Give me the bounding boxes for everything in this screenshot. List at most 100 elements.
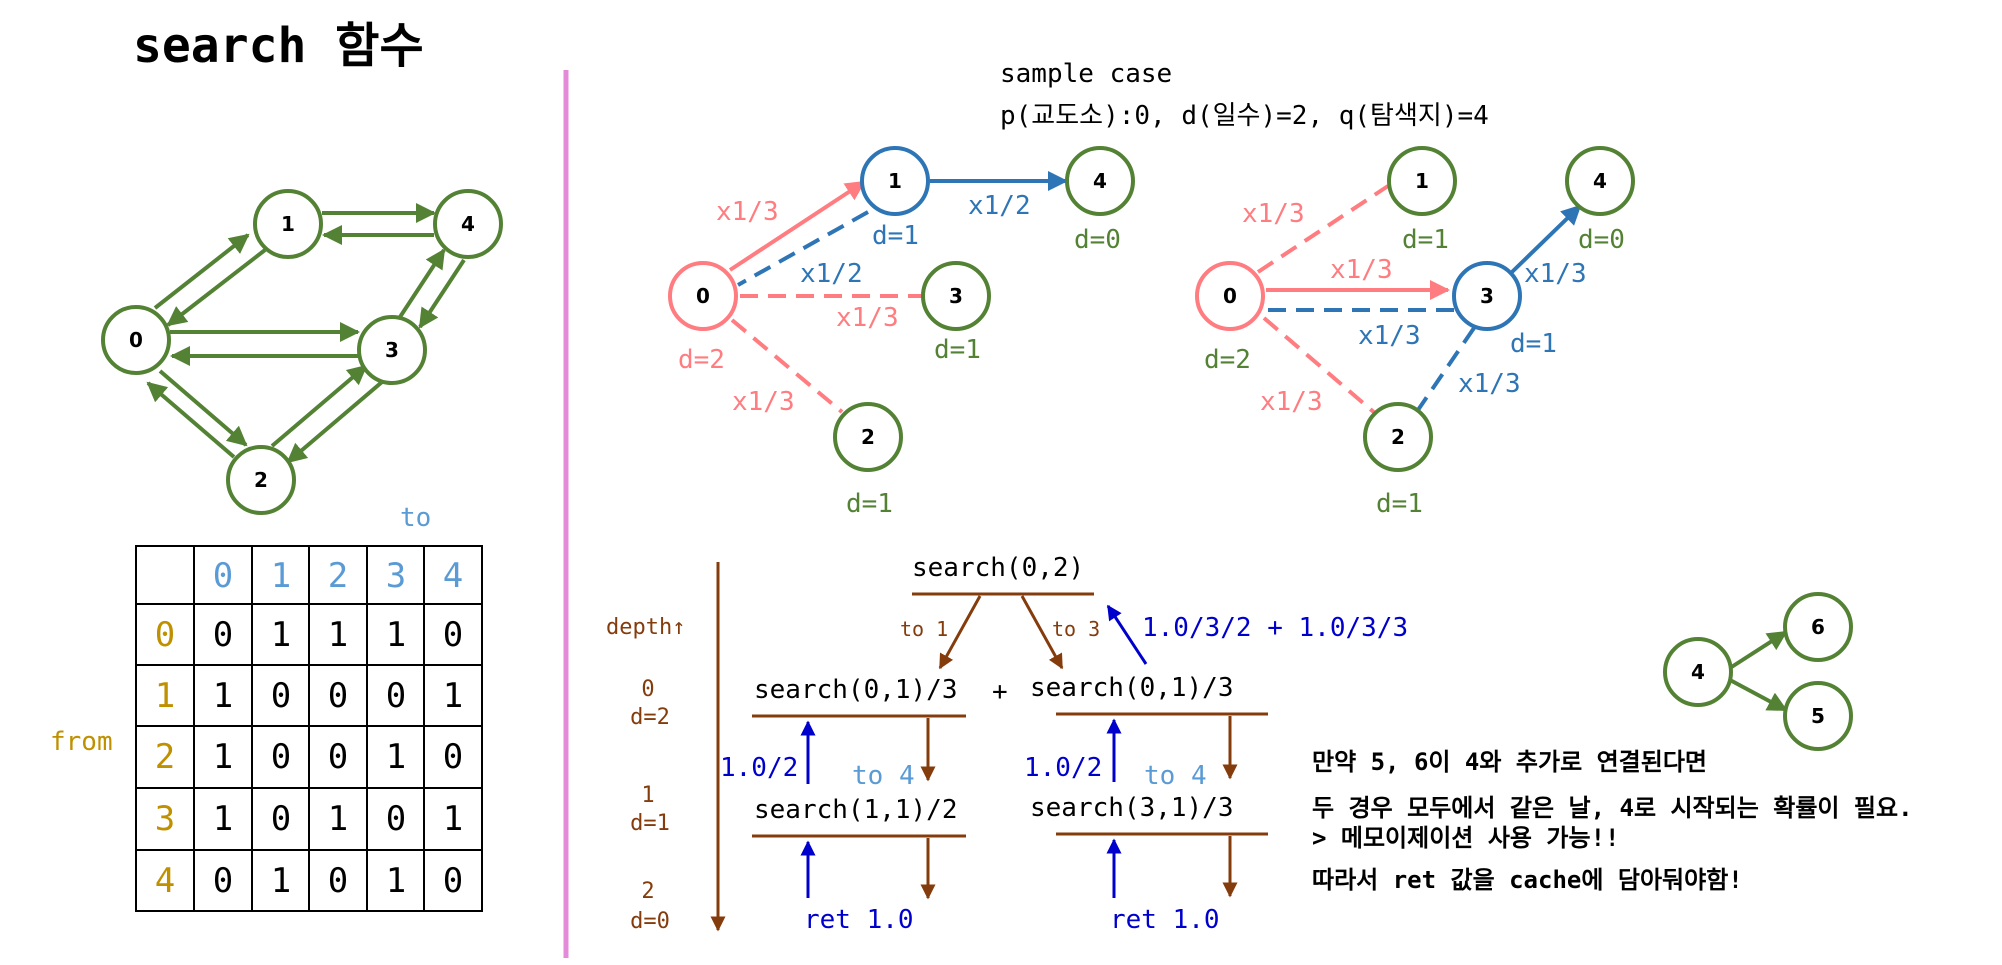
matrix-cell: 1 (328, 615, 348, 655)
diagram-b-node-1: 1 (1387, 146, 1457, 216)
depth-level: 0 (641, 677, 654, 702)
edge-1-0 (166, 248, 267, 327)
extra-graph: 4 6 5 (1663, 592, 1853, 751)
sample-title: sample case (1000, 59, 1172, 89)
note-line: > 메모이제이션 사용 가능!! (1312, 824, 1620, 852)
edge-label: x1/3 (1330, 255, 1393, 285)
page-title: search 함수 (133, 18, 424, 74)
svg-text:4: 4 (461, 212, 475, 236)
matrix-cell: 0 (443, 615, 463, 655)
depth-label: d=1 (846, 489, 893, 519)
matrix-cell: 1 (386, 615, 406, 655)
col-header: 1 (271, 556, 291, 596)
right-child-call: search(3,1)/3 (1030, 793, 1234, 823)
col-header: 0 (213, 556, 233, 596)
diagram-a-node-0: 0 (668, 261, 738, 331)
matrix-cell: 1 (213, 676, 233, 716)
left-leaf: ret 1.0 (804, 905, 914, 935)
branch-label-to1: to 1 (900, 617, 948, 641)
diagram-a-node-4: 4 (1065, 146, 1135, 216)
matrix-cell: 0 (328, 737, 348, 777)
matrix-cell: 0 (443, 861, 463, 901)
matrix-cell: 1 (443, 799, 463, 839)
edge-4-3 (418, 258, 466, 329)
diagram-b-node-3: 3 (1452, 261, 1522, 331)
return-arrow-root (1106, 604, 1148, 665)
matrix-cell: 1 (213, 799, 233, 839)
sum-expression: 1.0/3/2 + 1.0/3/3 (1142, 613, 1408, 643)
matrix-cell: 1 (271, 861, 291, 901)
left-graph-nodes: 0 1 2 3 4 (101, 189, 503, 515)
matrix-to-label: to (400, 503, 431, 533)
graph-node-3: 3 (357, 315, 427, 385)
diagram-a-node-1: 1 (860, 146, 930, 216)
svg-text:0: 0 (696, 284, 710, 308)
svg-text:1: 1 (1415, 169, 1429, 193)
right-return-value: 1.0/2 (1024, 753, 1102, 783)
row-header: 3 (155, 799, 175, 839)
svg-text:3: 3 (385, 338, 399, 362)
edge-b-3-4 (1510, 204, 1582, 274)
depth-level: 1 (641, 783, 654, 808)
edge-b-3-2 (1416, 326, 1476, 412)
extra-node-6: 6 (1783, 592, 1853, 662)
matrix-cell: 1 (328, 799, 348, 839)
graph-node-4: 4 (433, 189, 503, 259)
notes: 만약 5, 6이 4와 추가로 연결된다면 두 경우 모두에서 같은 날, 4로… (1312, 748, 1913, 894)
depth-level-d: d=2 (630, 705, 670, 730)
svg-text:6: 6 (1811, 615, 1825, 639)
edge-a-1-0 (737, 210, 869, 287)
matrix-cell: 0 (328, 676, 348, 716)
row-header: 0 (155, 615, 175, 655)
diagram-a-node-3: 3 (921, 261, 991, 331)
edge-label: x1/3 (1242, 199, 1305, 229)
depth-label: d=2 (678, 345, 725, 375)
edge-4-5 (1729, 678, 1788, 712)
diagram-a: x1/3 x1/2 x1/2 x1/3 x1/3 0 1 4 3 2 d=2 d… (668, 146, 1135, 519)
edge-3-4 (398, 248, 446, 319)
svg-text:4: 4 (1691, 660, 1705, 684)
svg-text:2: 2 (254, 468, 268, 492)
matrix-cell: 0 (271, 676, 291, 716)
svg-text:4: 4 (1593, 169, 1607, 193)
edge-label: x1/2 (968, 191, 1031, 221)
col-header: 4 (443, 556, 463, 596)
svg-text:1: 1 (281, 212, 295, 236)
edge-label: x1/3 (732, 387, 795, 417)
col-header: 2 (328, 556, 348, 596)
edge-label: x1/3 (1358, 321, 1421, 351)
matrix-cell: 1 (213, 737, 233, 777)
edge-label: x1/3 (1260, 387, 1323, 417)
matrix-cell: 1 (386, 737, 406, 777)
svg-text:0: 0 (1223, 284, 1237, 308)
edge-label: x1/2 (800, 259, 863, 289)
svg-text:4: 4 (1093, 169, 1107, 193)
matrix-from-label: from (50, 727, 113, 757)
matrix-cell: 1 (271, 615, 291, 655)
matrix-cell: 0 (271, 737, 291, 777)
edge-b-0-1 (1256, 184, 1390, 274)
right-leaf: ret 1.0 (1110, 905, 1220, 935)
row-header: 2 (155, 737, 175, 777)
note-line: 만약 5, 6이 4와 추가로 연결된다면 (1312, 748, 1707, 776)
edge-0-1 (153, 233, 250, 310)
matrix-cell: 0 (213, 861, 233, 901)
svg-text:2: 2 (861, 425, 875, 449)
svg-text:2: 2 (1391, 425, 1405, 449)
branch-label-to3: to 3 (1052, 617, 1100, 641)
depth-label: d=1 (934, 335, 981, 365)
edge-0-2 (158, 369, 248, 447)
left-return-value: 1.0/2 (720, 753, 798, 783)
branch-to-1 (938, 595, 982, 670)
diagram-b-node-4: 4 (1565, 146, 1635, 216)
edge-b-0-2 (1262, 316, 1378, 416)
depth-label: d=0 (1074, 225, 1121, 255)
matrix-cell: 1 (386, 861, 406, 901)
extra-node-4: 4 (1663, 637, 1733, 707)
edge-2-3 (270, 364, 368, 448)
depth-axis-label: depth↑ (606, 615, 685, 640)
recursion-tree: depth↑ 0 d=2 1 d=1 2 d=0 search(0,2) to … (606, 553, 1408, 935)
svg-text:5: 5 (1811, 704, 1825, 728)
